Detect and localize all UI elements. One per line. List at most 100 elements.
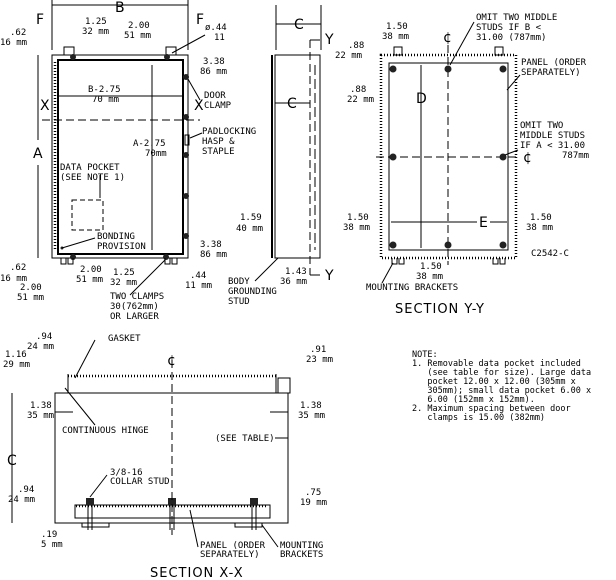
callout-label: OMIT TWO [520,121,563,131]
dim-C: C [7,453,17,469]
dim-label: B-2.75 [88,85,121,95]
dim-label: .94 [36,332,52,342]
callout-label: SEPARATELY) [521,68,581,78]
callout-label: MOUNTING BRACKETS [366,283,458,293]
dim-label: .91 [310,345,326,355]
callout-label: STUD [228,297,250,307]
callout-label: OMIT TWO MIDDLE [476,13,557,23]
note-line: 6.00 (152mm x 152mm). [412,395,535,405]
dim-E: E [479,215,488,231]
dim-label: 1.50 [420,262,442,272]
callout-label: BODY [228,277,250,287]
dim-label: ø.44 [205,23,227,33]
dim-label: 51 mm [76,275,103,285]
dim-label: 5 mm [41,540,63,550]
dim-label: 35 mm [298,411,325,421]
callout-label: 30(762mm) [110,302,159,312]
callout-label: STAPLE [202,147,235,157]
note-line: 1. Removable data pocket included [412,359,581,369]
dim-label: 3.38 [203,57,225,67]
dim-label: 86 mm [200,67,227,77]
dim-label: 51 mm [17,293,44,303]
callout-label: DOOR [204,91,226,101]
callout-label: IF A < 31.00 [520,141,585,151]
dim-label: 32 mm [82,27,109,37]
dim-label: .44 [190,271,206,281]
callout-label: 3/8-16 [110,468,143,478]
callout-label: CONTINUOUS HINGE [62,426,149,436]
dim-label: 1.50 [530,213,552,223]
section-mark-x-right: X [194,98,204,114]
dim-F-right: F [196,12,204,28]
callout-label: PROVISION [97,242,146,252]
dim-label: 1.59 [240,213,262,223]
dim-label: 38 mm [343,223,370,233]
dim-label: .88 [348,41,364,51]
dim-label: 1.38 [300,401,322,411]
centerline-symbol: ¢ [523,150,532,166]
section-title: SECTION X-X [150,566,244,580]
dim-label: 38 mm [416,272,443,282]
callout-label: SEPARATELY) [200,550,260,560]
dim-label: 40 mm [236,224,263,234]
note-line: (see table for size). Large data [412,368,591,378]
dim-label: 2.00 [20,283,42,293]
notes-heading: NOTE: [412,350,438,360]
dim-label: 1.38 [30,401,52,411]
note-line: 305mm); small data pocket 6.00 x [412,386,591,396]
dim-label: 36 mm [280,277,307,287]
dim-label: 16 mm [0,274,27,284]
dim-label: A-2.75 [133,139,166,149]
section-mark-x-left: X [40,98,50,114]
drawing-id: C2542-C [531,249,569,259]
note-line: pocket 12.00 x 12.00 (305mm x [412,377,576,387]
callout-label: PADLOCKING [202,127,256,137]
dim-D: D [416,91,427,107]
dim-label: .19 [41,530,57,540]
dim-label: 22 mm [347,95,374,105]
dim-label: 1.25 [85,17,107,27]
callout-label: TWO CLAMPS [110,292,164,302]
dim-label: 1.16 [5,350,27,360]
dim-label: 23 mm [306,355,333,365]
dim-label: 1.43 [285,267,307,277]
dim-label: .62 [10,263,26,273]
section-mark-y: Y [324,268,334,284]
callout-label: BONDING [97,232,135,242]
dim-label: 35 mm [27,411,54,421]
dim-label: .75 [305,488,321,498]
dim-C: C [287,96,297,112]
notes: NOTE: 1. Removable data pocket included … [412,350,591,423]
dim-label: 29 mm [3,360,30,370]
callout-label: (SEE NOTE 1) [60,173,125,183]
section-title: SECTION Y-Y [395,302,485,317]
dim-C: C [294,17,304,33]
dim-label: 32 mm [110,278,137,288]
dim-label: 11 mm [185,281,212,291]
callout-label: DATA POCKET [60,163,120,173]
dim-label: .62 [10,28,26,38]
callout-label: BRACKETS [280,550,323,560]
callout-label: CLAMP [204,101,232,111]
dim-label: 1.50 [386,22,408,32]
callout-label: OR LARGER [110,312,159,322]
callout-label: MIDDLE STUDS [520,131,585,141]
callout-label: 31.00 (787mm) [476,33,546,43]
dim-label: 11 [214,33,225,43]
callout-label: MOUNTING [280,541,323,551]
callout-label: PANEL (ORDER [200,541,266,551]
centerline-symbol: ¢ [167,353,176,369]
dim-label: 24 mm [8,495,35,505]
callout-label: GROUNDING [228,287,277,297]
dim-label: 22 mm [335,51,362,61]
centerline-symbol: ¢ [443,30,452,46]
dim-label: 38 mm [382,32,409,42]
callout-label: (SEE TABLE) [215,434,275,444]
dim-label: 2.00 [80,265,102,275]
dim-label: 16 mm [0,38,27,48]
dim-label: 19 mm [300,498,327,508]
callout-label: 787mm [562,151,589,161]
